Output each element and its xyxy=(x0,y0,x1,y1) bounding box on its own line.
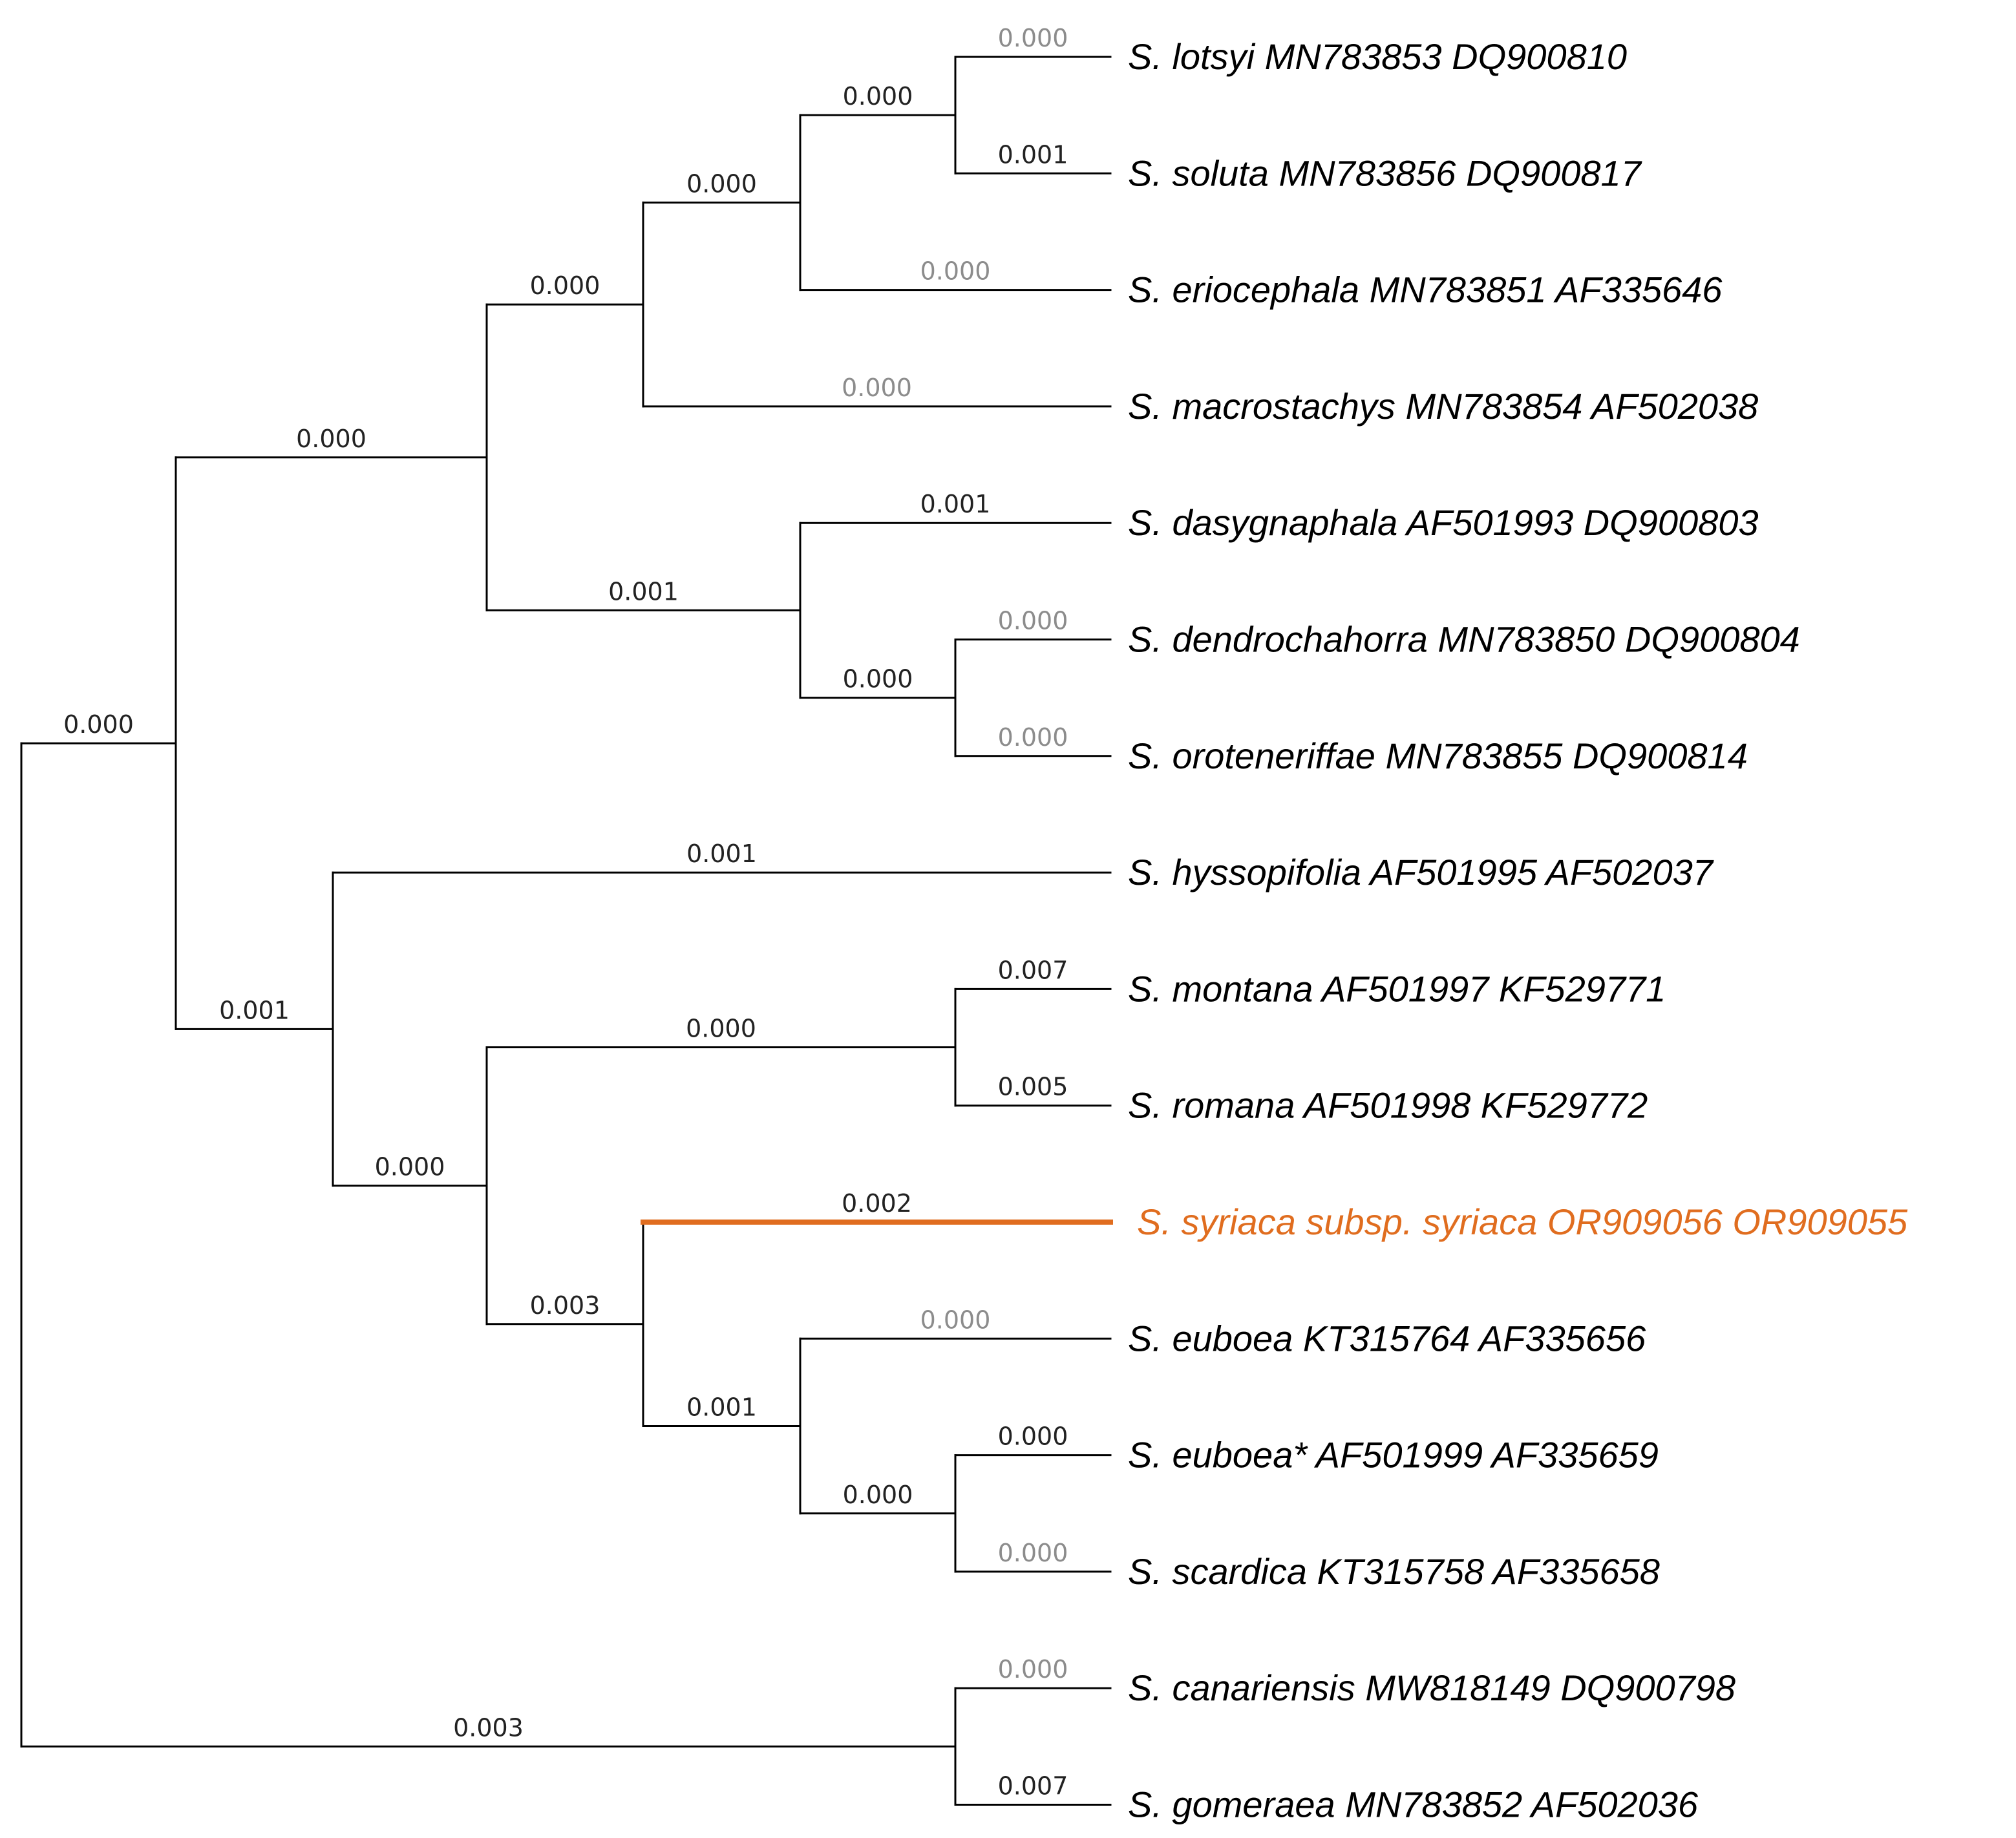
branch-length-label: 0.007 xyxy=(998,956,1068,984)
branch-length-label: 0.000 xyxy=(686,1015,756,1043)
branch-length-label: 0.001 xyxy=(686,840,757,868)
taxon-label-soluta: S. soluta MN783856 DQ900817 xyxy=(1128,153,1642,193)
branch-length-label: 0.000 xyxy=(998,24,1068,52)
taxon-label-montana: S. montana AF501997 KF529771 xyxy=(1128,968,1666,1009)
taxon-label-oroteneriffae: S. oroteneriffae MN783855 DQ900814 xyxy=(1128,735,1748,776)
branch-length-label: 0.000 xyxy=(842,374,912,402)
taxon-label-euboea_star: S. euboea* AF501999 AF335659 xyxy=(1128,1435,1659,1475)
branch-length-label: 0.000 xyxy=(843,82,913,111)
branch-length-label: 0.000 xyxy=(843,665,913,693)
branch-length-label: 0.002 xyxy=(842,1189,912,1218)
branch-length-label: 0.000 xyxy=(375,1153,445,1181)
branch-length-label: 0.003 xyxy=(530,1291,600,1320)
taxon-label-canariensis: S. canariensis MW818149 DQ900798 xyxy=(1128,1667,1735,1708)
branch-length-label: 0.001 xyxy=(608,577,679,606)
branch-length-label: 0.001 xyxy=(998,140,1068,169)
taxon-label-scardica: S. scardica KT315758 AF335658 xyxy=(1128,1551,1660,1592)
branch-length-label: 0.000 xyxy=(920,1305,991,1334)
branch-length-label: 0.003 xyxy=(453,1713,524,1742)
taxon-label-dendrochahorra: S. dendrochahorra MN783850 DQ900804 xyxy=(1128,619,1800,660)
branch-length-label: 0.000 xyxy=(63,710,134,739)
taxon-label-eriocephala: S. eriocephala MN783851 AF335646 xyxy=(1128,269,1723,310)
taxon-label-gomeraea: S. gomeraea MN783852 AF502036 xyxy=(1128,1784,1699,1825)
taxon-label-syriaca: S. syriaca subsp. syriaca OR909056 OR909… xyxy=(1137,1201,1908,1242)
branch-length-label: 0.005 xyxy=(998,1073,1068,1101)
branch-length-label: 0.000 xyxy=(843,1481,913,1509)
taxon-label-euboea: S. euboea KT315764 AF335656 xyxy=(1128,1318,1646,1358)
branch-length-label: 0.000 xyxy=(686,169,757,198)
branch-length-label: 0.000 xyxy=(296,425,366,453)
branch-length-label: 0.007 xyxy=(998,1772,1068,1801)
branch-length-label: 0.000 xyxy=(998,1422,1068,1451)
branch-length-label: 0.000 xyxy=(998,1655,1068,1684)
branch-length-label: 0.000 xyxy=(998,607,1068,635)
branch-length-label: 0.000 xyxy=(998,1539,1068,1567)
branch-length-label: 0.001 xyxy=(686,1393,757,1422)
taxon-label-lotsyi: S. lotsyi MN783853 DQ900810 xyxy=(1128,36,1627,77)
taxon-label-dasygnaphala: S. dasygnaphala AF501993 DQ900803 xyxy=(1128,502,1759,543)
taxon-label-hyssopifolia: S. hyssopifolia AF501995 AF502037 xyxy=(1128,852,1714,893)
taxon-label-romana: S. romana AF501998 KF529772 xyxy=(1128,1085,1648,1126)
branch-length-label: 0.000 xyxy=(530,271,600,300)
taxon-label-macrostachys: S. macrostachys MN783854 AF502038 xyxy=(1128,386,1758,427)
branch-length-label: 0.001 xyxy=(219,996,290,1024)
branch-length-label: 0.001 xyxy=(920,490,991,518)
branch-length-label: 0.000 xyxy=(920,257,991,286)
branch-length-label: 0.000 xyxy=(998,723,1068,752)
